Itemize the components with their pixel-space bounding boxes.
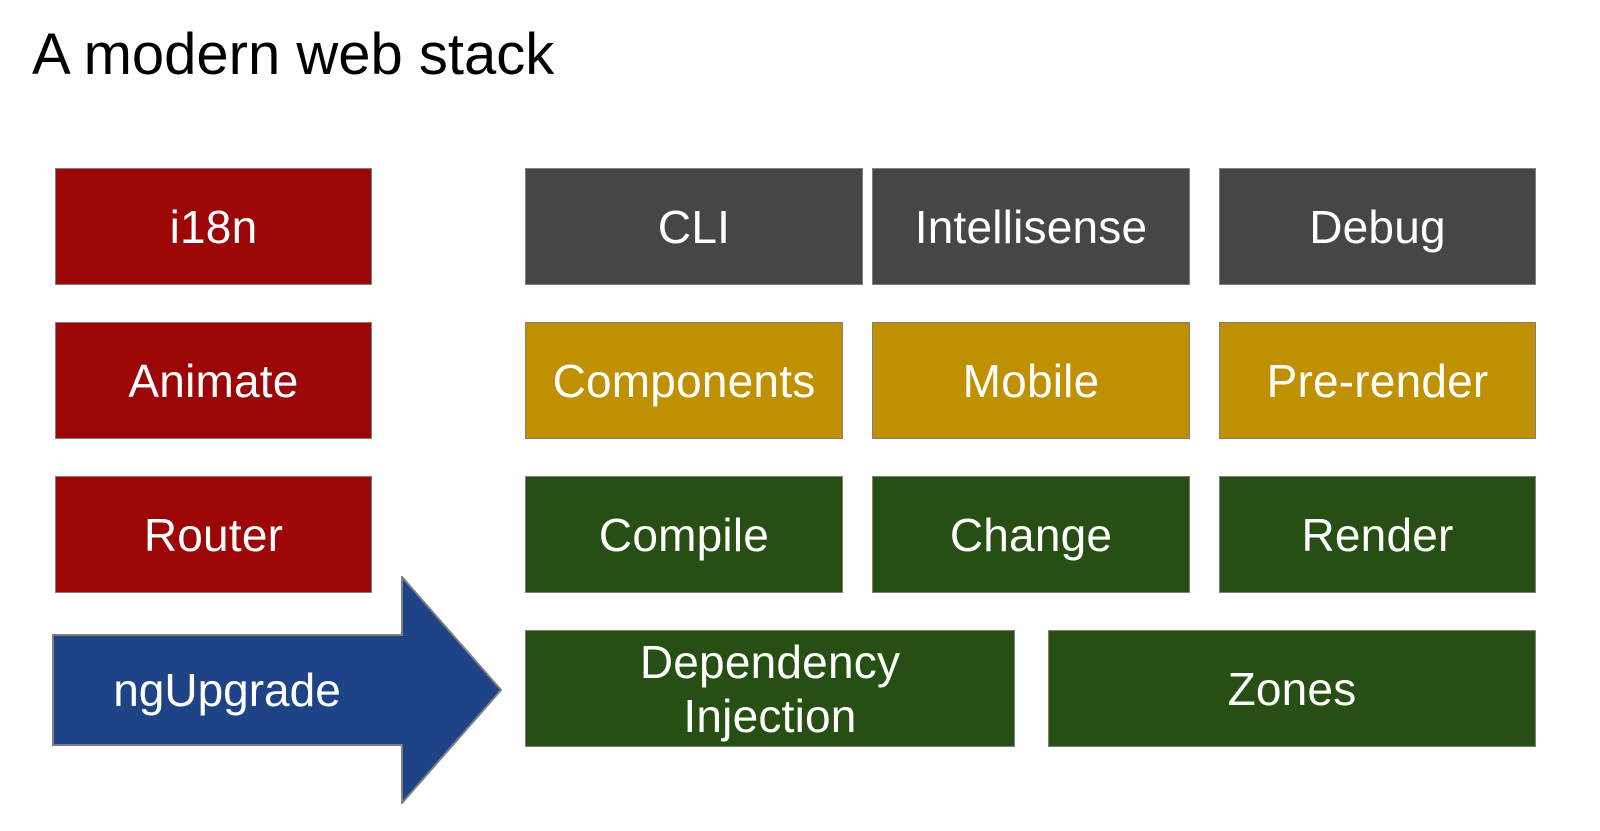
page-title: A modern web stack bbox=[32, 22, 555, 87]
stack-box-router[interactable]: Router bbox=[55, 476, 372, 593]
stack-box-render[interactable]: Render bbox=[1219, 476, 1536, 593]
stack-box-compile[interactable]: Compile bbox=[525, 476, 843, 593]
stack-box-label: Router bbox=[143, 508, 284, 561]
stack-box-components[interactable]: Components bbox=[525, 322, 843, 439]
stack-box-cli[interactable]: CLI bbox=[525, 168, 863, 285]
stack-box-label: Mobile bbox=[962, 354, 1100, 407]
stack-box-change[interactable]: Change bbox=[872, 476, 1190, 593]
stack-box-debug[interactable]: Debug bbox=[1219, 168, 1536, 285]
stack-box-intellisense[interactable]: Intellisense bbox=[872, 168, 1190, 285]
stack-box-label: i18n bbox=[169, 200, 258, 253]
stack-box-label: Dependency Injection bbox=[639, 635, 901, 742]
stack-box-label: CLI bbox=[657, 200, 731, 253]
stack-box-label: Components bbox=[552, 354, 816, 407]
ngupgrade-arrow[interactable]: ngUpgrade bbox=[52, 576, 502, 804]
stack-box-label: Render bbox=[1301, 508, 1454, 561]
stack-box-label: Pre-render bbox=[1266, 354, 1489, 407]
stack-box-animate[interactable]: Animate bbox=[55, 322, 372, 439]
stack-box-label: Intellisense bbox=[914, 200, 1148, 253]
stack-box-zones[interactable]: Zones bbox=[1048, 630, 1536, 747]
stack-box-label: Change bbox=[949, 508, 1113, 561]
right-arrow-icon bbox=[52, 576, 502, 804]
stack-box-pre-render[interactable]: Pre-render bbox=[1219, 322, 1536, 439]
stack-box-mobile[interactable]: Mobile bbox=[872, 322, 1190, 439]
stack-box-label: Zones bbox=[1227, 662, 1357, 715]
stack-box-label: Compile bbox=[598, 508, 770, 561]
stack-box-dependency-injection[interactable]: Dependency Injection bbox=[525, 630, 1015, 747]
stack-box-i18n[interactable]: i18n bbox=[55, 168, 372, 285]
stack-box-label: Animate bbox=[128, 354, 299, 407]
stack-box-label: Debug bbox=[1309, 200, 1446, 253]
